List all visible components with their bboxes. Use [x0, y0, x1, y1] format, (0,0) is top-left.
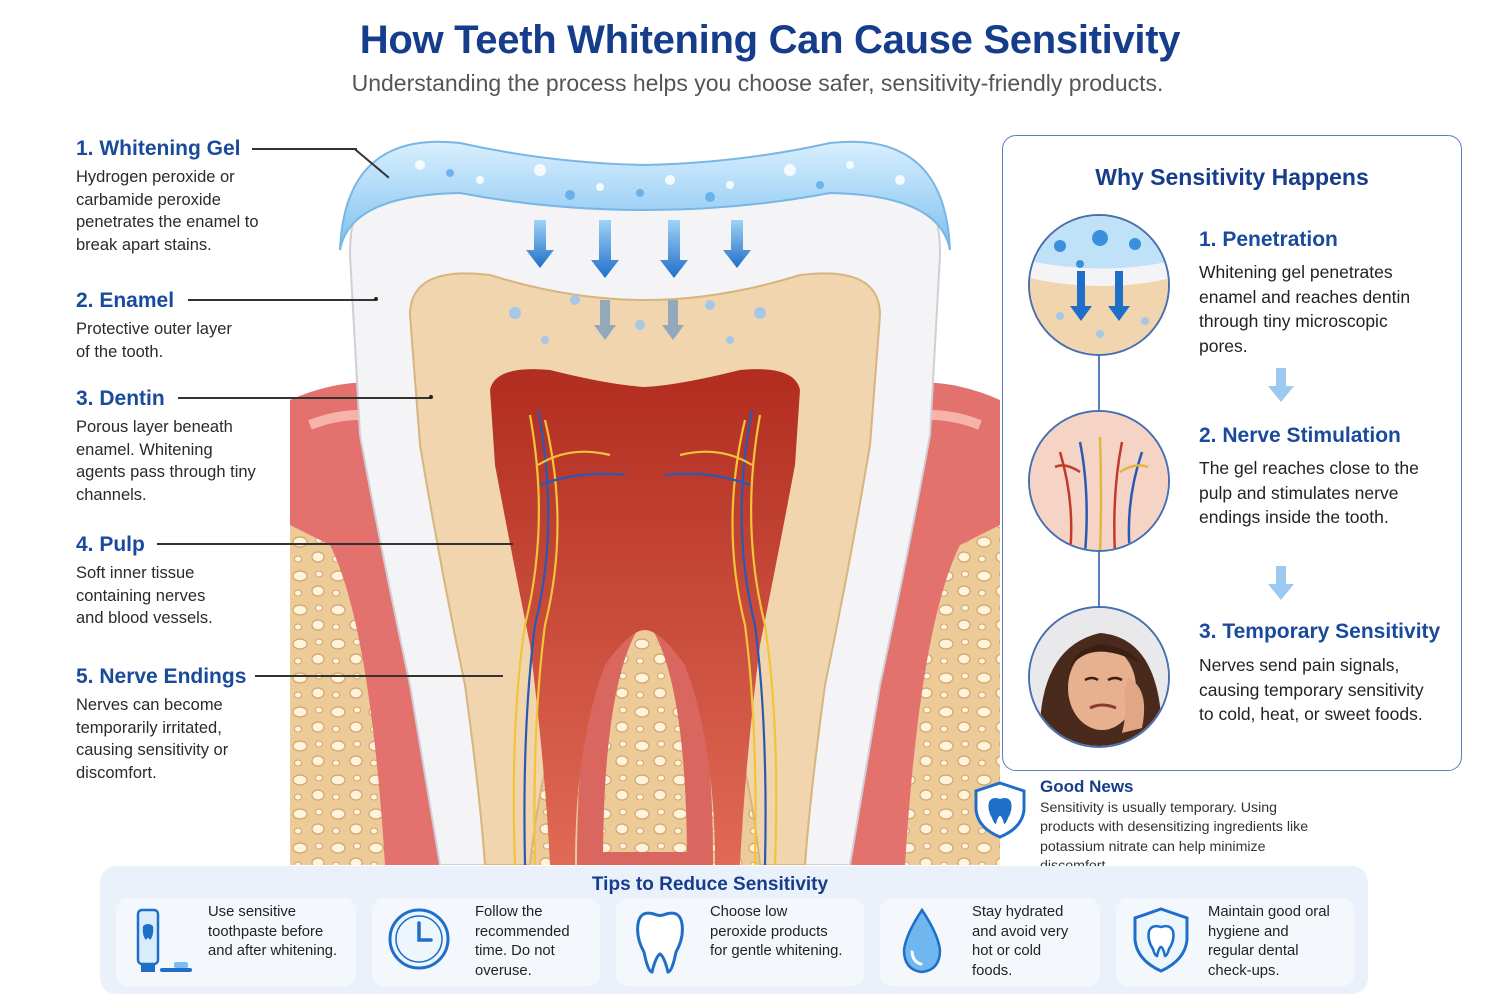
tip-card: Follow the recommended time. Do not over…: [372, 898, 600, 986]
tip-text: Follow the recommended time. Do not over…: [475, 904, 570, 979]
nerve-stimulation-illustration: [1028, 410, 1170, 552]
tooth-cross-section-illustration: [290, 140, 1000, 865]
label-heading: 5. Nerve Endings: [76, 665, 247, 688]
tips-title: Tips to Reduce Sensitivity: [591, 874, 829, 895]
tip-card: Maintain good oral hygiene and regular d…: [1116, 898, 1354, 986]
shield-tooth-icon: [1133, 907, 1189, 973]
label-text: Hydrogen peroxide or carbamide peroxide …: [76, 168, 259, 254]
label-pulp: 4. Pulp Soft inner tissue containing ner…: [76, 532, 276, 630]
step-heading-nerve-stimulation: 2. Nerve Stimulation: [1199, 424, 1401, 447]
tip-text: Choose low peroxide products for gentle …: [710, 904, 843, 960]
leader-line: [255, 675, 503, 677]
page-subtitle: Understanding the process helps you choo…: [351, 70, 1164, 96]
woman-in-pain-photo: [1028, 606, 1170, 748]
clock-icon: [388, 908, 450, 970]
leader-line: [188, 299, 376, 301]
label-heading: 1. Whitening Gel: [76, 137, 241, 160]
step-text-penetration: Whitening gel penetrates enamel and reac…: [1199, 262, 1411, 356]
label-text: Protective outer layer of the tooth.: [76, 320, 232, 361]
tip-text: Maintain good oral hygiene and regular d…: [1208, 904, 1330, 979]
toothpaste-icon: [136, 908, 192, 972]
leader-dot: [374, 297, 378, 301]
step-heading-penetration: 1. Penetration: [1199, 228, 1338, 251]
step-heading-temporary-sensitivity: 3. Temporary Sensitivity: [1199, 620, 1441, 643]
label-heading: 2. Enamel: [76, 289, 175, 312]
label-enamel: 2. Enamel Protective outer layer of the …: [76, 288, 276, 363]
leader-line: [178, 397, 430, 399]
shield-tooth-icon: [974, 781, 1026, 839]
down-arrow-icon: [1268, 566, 1294, 600]
label-dentin: 3. Dentin Porous layer beneath enamel. W…: [76, 386, 276, 506]
label-text: Nerves can become temporarily irritated,…: [76, 696, 229, 782]
tooth-icon: [636, 911, 684, 974]
label-heading: 4. Pulp: [76, 533, 145, 556]
good-news-text: Sensitivity is usually temporary. Using …: [1040, 800, 1309, 874]
label-text: Soft inner tissue containing nerves and …: [76, 564, 213, 627]
page-title: How Teeth Whitening Can Cause Sensitivit…: [359, 18, 1181, 62]
label-whitening-gel: 1. Whitening Gel Hydrogen peroxide or ca…: [76, 136, 276, 256]
leader-line: [157, 543, 513, 545]
leader-dot: [429, 395, 433, 399]
tips-section: Tips to Reduce Sensitivity Use sensitive…: [100, 866, 1368, 994]
why-sensitivity-panel: Why Sensitivity Happens 1. Penetration W…: [1002, 135, 1462, 771]
label-heading: 3. Dentin: [76, 387, 165, 410]
good-news-title: Good News: [1040, 777, 1134, 796]
tip-text: Use sensitive toothpaste before and afte…: [208, 904, 338, 960]
tip-text: Stay hydrated and avoid very hot or cold…: [972, 904, 1069, 979]
leader-line: [252, 148, 357, 150]
panel-title: Why Sensitivity Happens: [1095, 164, 1369, 190]
label-text: Porous layer beneath enamel. Whitening a…: [76, 418, 256, 504]
step-text-nerve-stimulation: The gel reaches close to the pulp and st…: [1199, 458, 1419, 527]
down-arrow-icon: [1268, 368, 1294, 402]
step-text-temporary-sensitivity: Nerves send pain signals, causing tempor…: [1199, 655, 1424, 724]
water-drop-icon: [902, 907, 942, 974]
label-nerve-endings: 5. Nerve Endings Nerves can become tempo…: [76, 664, 276, 784]
tip-card: Stay hydrated and avoid very hot or cold…: [880, 898, 1100, 986]
tip-card: Choose low peroxide products for gentle …: [616, 898, 864, 986]
tip-card: Use sensitive toothpaste before and afte…: [116, 898, 356, 986]
penetration-illustration: [1028, 214, 1170, 356]
